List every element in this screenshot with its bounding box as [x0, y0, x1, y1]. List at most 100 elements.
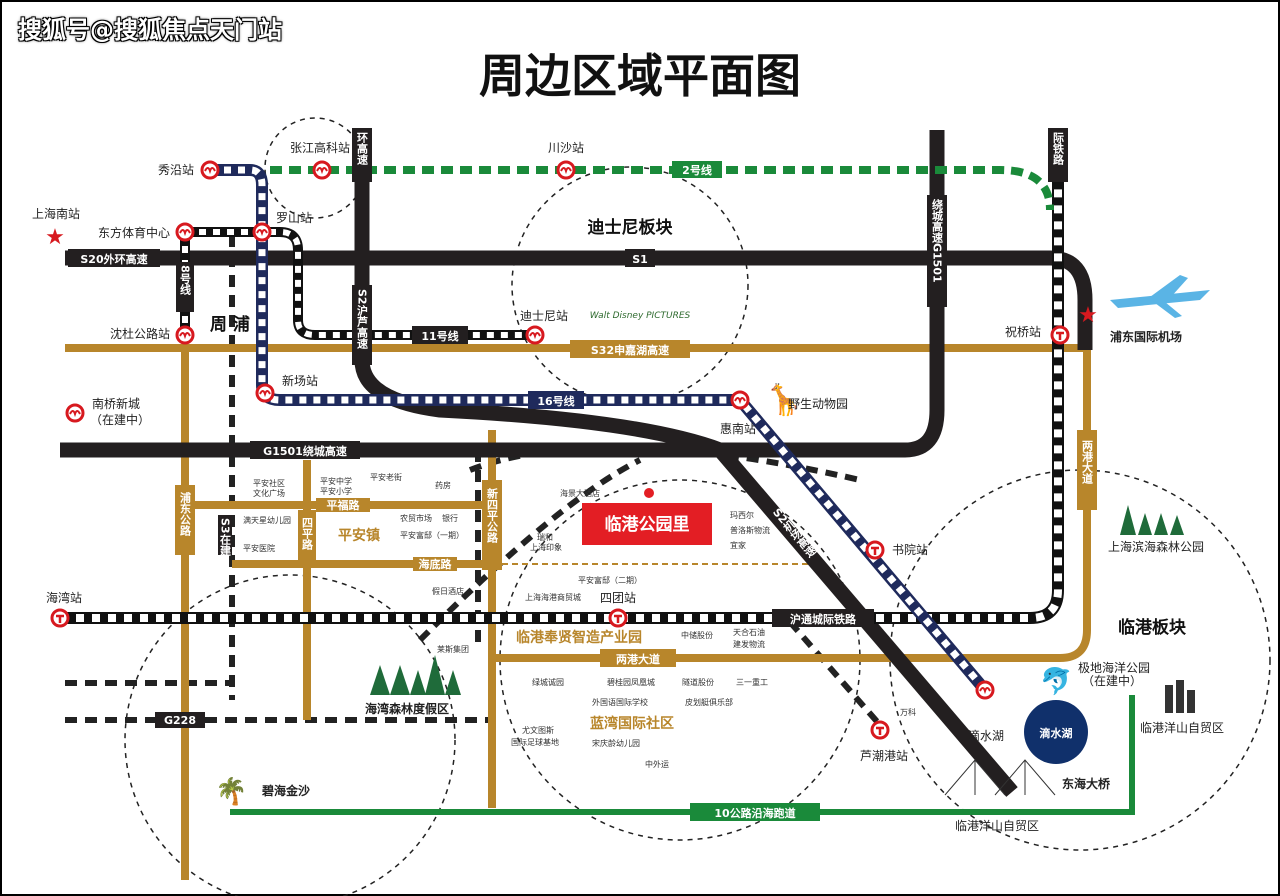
road-label-lianggang: 两港大道	[616, 652, 660, 666]
station-luchaogang: 芦潮港站	[860, 748, 908, 763]
poi: 三一重工	[736, 677, 768, 687]
road-label-s20: S20外环高速	[80, 252, 147, 266]
road-label-lianggang-v: 两港大道	[1081, 440, 1094, 485]
poi: 碧桂园凤凰城	[607, 677, 655, 687]
poi: 皮划艇俱乐部	[685, 697, 733, 707]
road-label-g1501: G1501绕城高速	[263, 444, 347, 458]
area-forest: 海湾森林度假区	[365, 701, 449, 716]
station-xiuyan: 秀沿站	[158, 163, 194, 177]
poi: 上海印象	[530, 542, 562, 552]
road-label-hutong: 沪通城际铁路	[790, 612, 857, 626]
poi: 莱斯集团	[437, 644, 469, 654]
area-ocean-park-note: （在建中）	[1082, 673, 1142, 688]
poi: 平安富邸（二期）	[578, 575, 642, 585]
station-shuyuan: 书院站	[892, 543, 928, 557]
metro-label-2: 2号线	[682, 163, 712, 177]
poi: 药房	[435, 480, 451, 490]
poi: 宜家	[730, 540, 746, 550]
station-dongfang: 东方体育中心	[98, 225, 170, 240]
poi: 平安富邸（一期）	[400, 530, 464, 540]
tree-icon	[370, 655, 461, 695]
project-badge[interactable]	[582, 503, 712, 545]
poi: 玛西尔	[730, 510, 754, 520]
poi: 满天星幼儿园	[243, 515, 291, 525]
giraffe-icon: 🦒	[765, 382, 802, 418]
poi: 中储股份	[681, 630, 713, 640]
poi: 银行	[442, 513, 458, 523]
road-label-jitielu: 际铁路	[1052, 131, 1065, 166]
station-disney: 迪士尼站	[520, 309, 568, 323]
road-label-s2-airport: S2机场高速	[770, 506, 819, 561]
poi: 平安中学	[320, 476, 352, 486]
station-haiwan: 海湾站	[46, 590, 82, 605]
station-huinan: 惠南站	[720, 421, 756, 436]
area-zhoupu: 周 浦	[210, 314, 250, 335]
station-zhangjiang: 张江高科站	[290, 140, 350, 155]
poi: 农贸市场	[400, 513, 432, 523]
metro-label-11: 11号线	[421, 329, 458, 343]
poi: 万科	[900, 707, 916, 717]
road-label-siping: 四平路	[301, 517, 314, 551]
area-yangshan2: 临港洋山自贸区	[1140, 720, 1224, 735]
airplane-icon	[1110, 275, 1210, 318]
poi: 瑞和	[537, 532, 553, 542]
dishui-lake-icon	[1024, 700, 1088, 764]
road-label-g1501-v: 绕城高速G1501	[931, 198, 944, 283]
station-nanqiao: 南桥新城	[92, 396, 140, 411]
road-label-pudong: 浦东公路	[179, 491, 192, 537]
project-name[interactable]: 临港公园里	[605, 514, 690, 535]
poi: 上海海港商贸城	[525, 592, 581, 602]
expressways	[60, 130, 1093, 797]
pudong-airport: 浦东国际机场	[1110, 329, 1182, 344]
area-dishui-lake: 滴水湖	[1040, 726, 1073, 740]
poi: 尤文图斯	[522, 725, 554, 735]
station-shanghai-south: 上海南站	[32, 206, 80, 221]
station-dishui: 滴水湖	[968, 728, 1004, 743]
station-shendu: 沈杜公路站	[110, 326, 170, 341]
project-marker	[644, 488, 654, 498]
poi: 平安医院	[243, 543, 275, 553]
poi: 海景大酒店	[560, 488, 600, 498]
poi: 外国语国际学校	[592, 697, 648, 707]
watermark: 搜狐号@搜狐焦点天门站	[18, 16, 282, 44]
bridge-icon	[944, 759, 1056, 796]
area-lanwan: 蓝湾国际社区	[590, 715, 674, 732]
road-label-g228: G228	[164, 714, 196, 727]
area-wildlife: 野生动物园	[788, 397, 848, 411]
star-icon: ★	[1078, 303, 1098, 328]
area-donghai-bridge: 东海大桥	[1062, 776, 1111, 791]
dolphin-icon: 🐬	[1040, 665, 1072, 697]
star-icon: ★	[45, 225, 65, 250]
station-chuansha: 川沙站	[548, 141, 584, 155]
disney-logo: Walt Disney PICTURES	[590, 311, 691, 321]
poi: 宋庆龄幼儿园	[592, 738, 640, 748]
poi: 国际足球基地	[511, 737, 559, 747]
area-industrial: 临港奉贤智造产业园	[516, 629, 642, 646]
road-label-s32: S32申嘉湖高速	[591, 343, 669, 357]
poi: 平安社区	[253, 478, 285, 488]
road-label-haidi: 海底路	[419, 557, 453, 571]
poi: 绿城诚园	[532, 677, 564, 687]
poi: 假日酒店	[432, 586, 464, 596]
area-disney-block: 迪士尼板块	[588, 217, 674, 238]
metro-2	[270, 166, 1054, 211]
road-label-s3: S3在建	[219, 518, 232, 556]
road-label-s1: S1	[632, 253, 648, 266]
palm-icon: 🌴	[215, 776, 247, 807]
road-label-xinsiping: 新四平公路	[486, 487, 499, 544]
tree-icon	[1120, 505, 1184, 535]
area-lingang-block: 临港板块	[1118, 617, 1187, 638]
road-label-s2: S2沪芦高速	[356, 289, 369, 349]
station-xinchang: 新场站	[282, 373, 318, 388]
road-label-pingfu: 平福路	[327, 498, 361, 512]
area-binhai-forest: 上海滨海森林公园	[1108, 539, 1204, 554]
station-luoshan: 罗山站	[276, 211, 312, 225]
page-title: 周边区域平面图	[479, 49, 801, 103]
station-nanqiao-note: （在建中）	[90, 412, 150, 427]
area-bihai: 碧海金沙	[261, 783, 310, 798]
poi: 天合石油	[733, 627, 765, 637]
poi: 平安老街	[370, 472, 402, 482]
road-label-coastal: 10公路沿海跑道	[714, 806, 795, 820]
poi: 平安小学	[320, 486, 352, 496]
